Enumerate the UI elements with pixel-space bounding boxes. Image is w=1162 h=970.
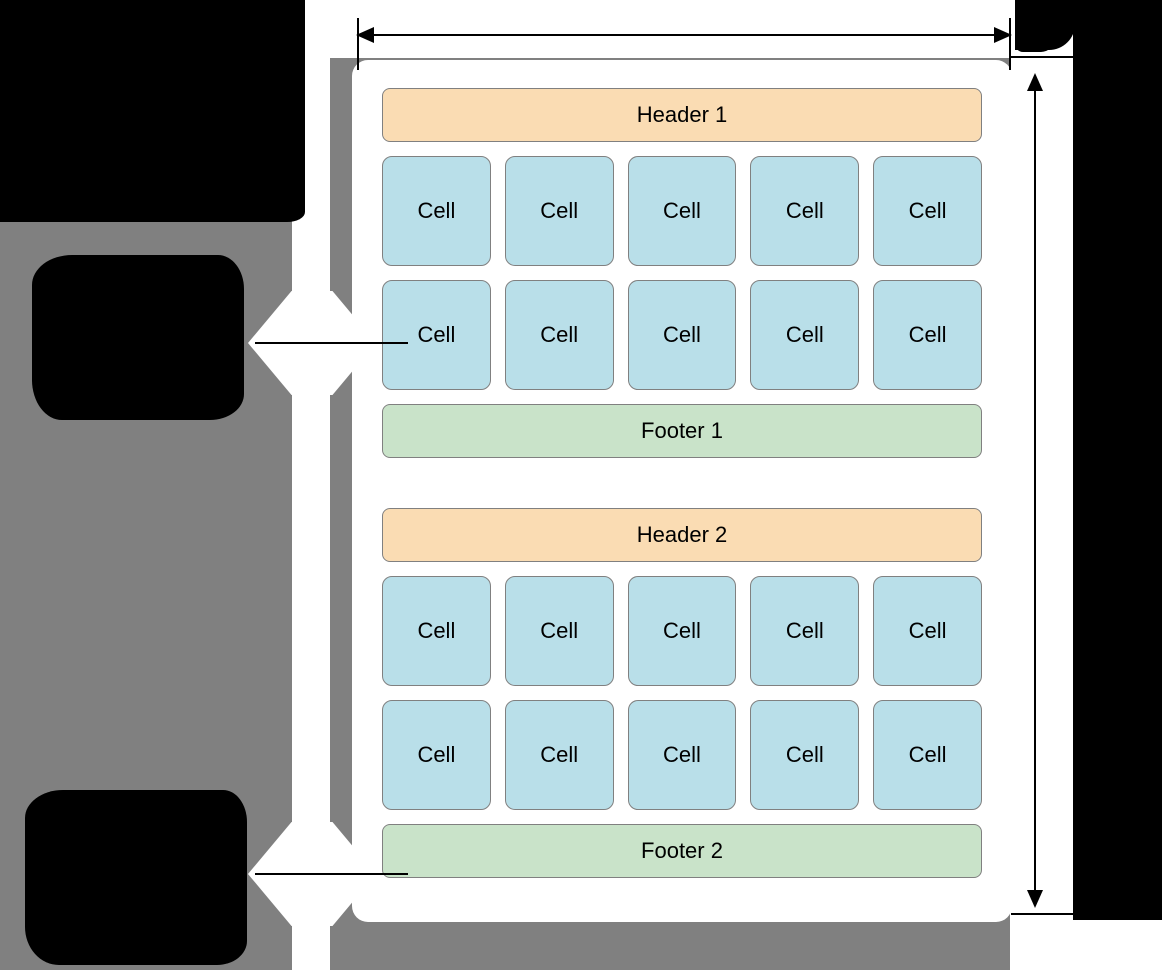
callout-leader-line-2	[255, 873, 408, 875]
height-extension-line-bottom	[1011, 913, 1075, 915]
cell[interactable]: Cell	[873, 280, 982, 390]
width-extension-line-left	[357, 18, 359, 70]
section-2-footer: Footer 2	[382, 824, 982, 878]
cell[interactable]: Cell	[382, 700, 491, 810]
section-2: Header 2 Cell Cell Cell Cell Cell Cell C…	[382, 508, 982, 878]
height-dimension-line	[1034, 86, 1036, 896]
cell[interactable]: Cell	[750, 156, 860, 266]
callout-leader-line-1	[255, 342, 408, 344]
cell[interactable]: Cell	[627, 700, 737, 810]
redaction-block-right	[1073, 0, 1162, 920]
cell[interactable]: Cell	[750, 576, 860, 686]
width-dimension-line	[368, 34, 1000, 36]
section-1-row-1: Cell Cell Cell Cell Cell	[382, 156, 982, 266]
cell[interactable]: Cell	[504, 576, 614, 686]
section-2-header: Header 2	[382, 508, 982, 562]
redaction-block-top-left	[0, 0, 305, 222]
cell[interactable]: Cell	[873, 156, 982, 266]
redaction-block-right-tab	[1015, 30, 1055, 52]
cell[interactable]: Cell	[504, 700, 614, 810]
cell[interactable]: Cell	[627, 576, 737, 686]
cell[interactable]: Cell	[382, 156, 491, 266]
cell[interactable]: Cell	[627, 280, 737, 390]
arrow-down-icon	[1027, 890, 1043, 908]
section-2-row-1: Cell Cell Cell Cell Cell	[382, 576, 982, 686]
section-1-row-2: Cell Cell Cell Cell Cell	[382, 280, 982, 390]
redaction-block-mid-left	[32, 255, 244, 420]
cell[interactable]: Cell	[873, 576, 982, 686]
arrow-up-icon	[1027, 73, 1043, 91]
cell[interactable]: Cell	[873, 700, 982, 810]
redaction-block-bottom-left	[25, 790, 247, 965]
arrow-left-icon	[356, 27, 374, 43]
cell[interactable]: Cell	[627, 156, 737, 266]
section-2-row-2: Cell Cell Cell Cell Cell	[382, 700, 982, 810]
cell[interactable]: Cell	[750, 700, 860, 810]
width-extension-line-right	[1009, 18, 1011, 70]
content-panel: Header 1 Cell Cell Cell Cell Cell Cell C…	[352, 60, 1012, 922]
cell[interactable]: Cell	[382, 576, 491, 686]
cell[interactable]: Cell	[750, 280, 860, 390]
height-extension-line-top	[1011, 56, 1075, 58]
section-1-footer: Footer 1	[382, 404, 982, 458]
cell[interactable]: Cell	[504, 280, 614, 390]
cell[interactable]: Cell	[504, 156, 614, 266]
section-1: Header 1 Cell Cell Cell Cell Cell Cell C…	[382, 88, 982, 458]
section-1-header: Header 1	[382, 88, 982, 142]
arrow-right-icon	[994, 27, 1012, 43]
cell[interactable]: Cell	[382, 280, 491, 390]
